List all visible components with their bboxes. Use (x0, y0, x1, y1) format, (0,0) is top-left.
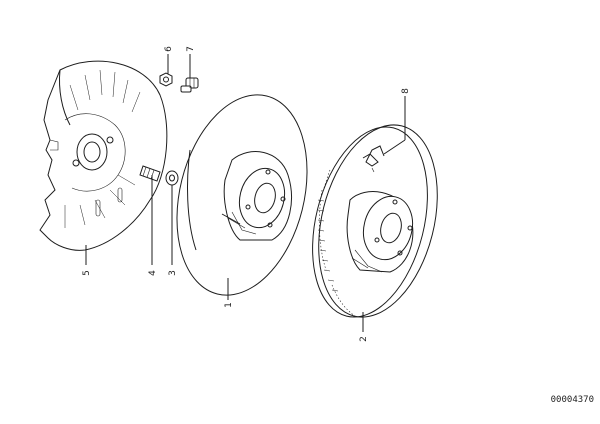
retaining-spring-part-8 (362, 145, 385, 173)
leader-lines (85, 54, 406, 332)
callout-5: 5 (82, 270, 92, 276)
callout-3: 3 (168, 270, 178, 276)
dust-shield (39, 60, 168, 251)
brake-disc-solid (176, 94, 308, 296)
washer-part-3 (165, 170, 179, 186)
callout-1: 1 (224, 302, 234, 308)
stud-bolt-part-4 (139, 165, 161, 182)
callouts: 1 2 3 4 5 6 7 8 (82, 46, 411, 342)
bolt-part-7 (180, 77, 199, 93)
diagram-reference-number: 00004370 (551, 395, 594, 405)
callout-2: 2 (359, 336, 369, 342)
callout-8: 8 (401, 88, 411, 94)
brake-disc-ventilated (312, 124, 438, 318)
callout-7: 7 (186, 46, 196, 52)
nut-part-6 (159, 72, 173, 87)
callout-4: 4 (148, 270, 158, 276)
callout-6: 6 (164, 46, 174, 52)
